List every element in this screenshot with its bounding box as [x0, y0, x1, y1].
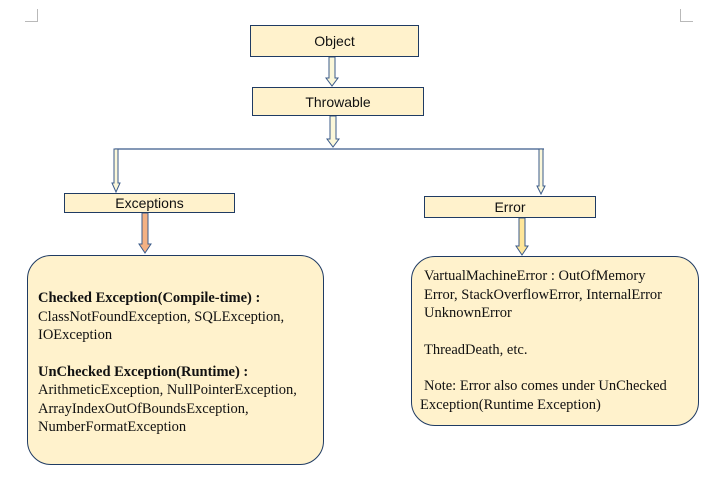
error-node: Error — [424, 196, 596, 218]
error-note-line-1: Note: Error also comes under UnChecked — [424, 378, 667, 394]
error-node-label: Error — [494, 199, 526, 215]
throwable-node-label: Throwable — [305, 93, 371, 110]
exceptions-node: Exceptions — [64, 193, 235, 213]
page-corner-mark-top-right — [680, 9, 693, 22]
throwable-node: Throwable — [252, 87, 424, 116]
unchecked-exception-examples-line-1: ArithmeticException, NullPointerExceptio… — [38, 382, 297, 398]
exceptions-node-label: Exceptions — [115, 195, 184, 211]
arrow-throwable-stem — [326, 115, 340, 148]
arrow-object-to-throwable — [325, 56, 339, 87]
unchecked-exception-heading: UnChecked Exception(Runtime) : — [38, 363, 249, 380]
checked-exception-examples-line-2: IOException — [38, 327, 113, 343]
unchecked-exception-examples-line-3: NumberFormatException — [38, 419, 187, 435]
object-node-label: Object — [314, 33, 355, 49]
error-examples-line-1: VartualMachineError : OutOfMemory — [424, 268, 646, 284]
object-node: Object — [250, 25, 419, 57]
checked-exception-heading: Checked Exception(Compile-time) : — [38, 290, 261, 306]
checked-exception-examples-line-1: ClassNotFoundException, SQLException, — [38, 308, 285, 325]
unchecked-exception-examples-line-2: ArrayIndexOutOfBoundsException, — [38, 400, 249, 417]
arrow-to-exceptions — [111, 148, 121, 194]
error-examples-line-4: ThreadDeath, etc. — [424, 341, 528, 358]
error-types-panel: VartualMachineError : OutOfMemory Error,… — [411, 256, 699, 426]
arrow-error-to-panel — [515, 217, 529, 256]
arrow-exceptions-to-panel — [138, 212, 152, 254]
error-examples-line-3: UnknownError — [424, 305, 512, 321]
arrow-to-error — [536, 148, 546, 196]
error-note-line-2: Exception(Runtime Exception) — [420, 396, 601, 413]
exception-types-panel: Checked Exception(Compile-time) : ClassN… — [27, 255, 324, 465]
error-examples-line-2: Error, StackOverflowError, InternalError — [424, 286, 662, 303]
page-corner-mark-top-left — [25, 9, 38, 22]
